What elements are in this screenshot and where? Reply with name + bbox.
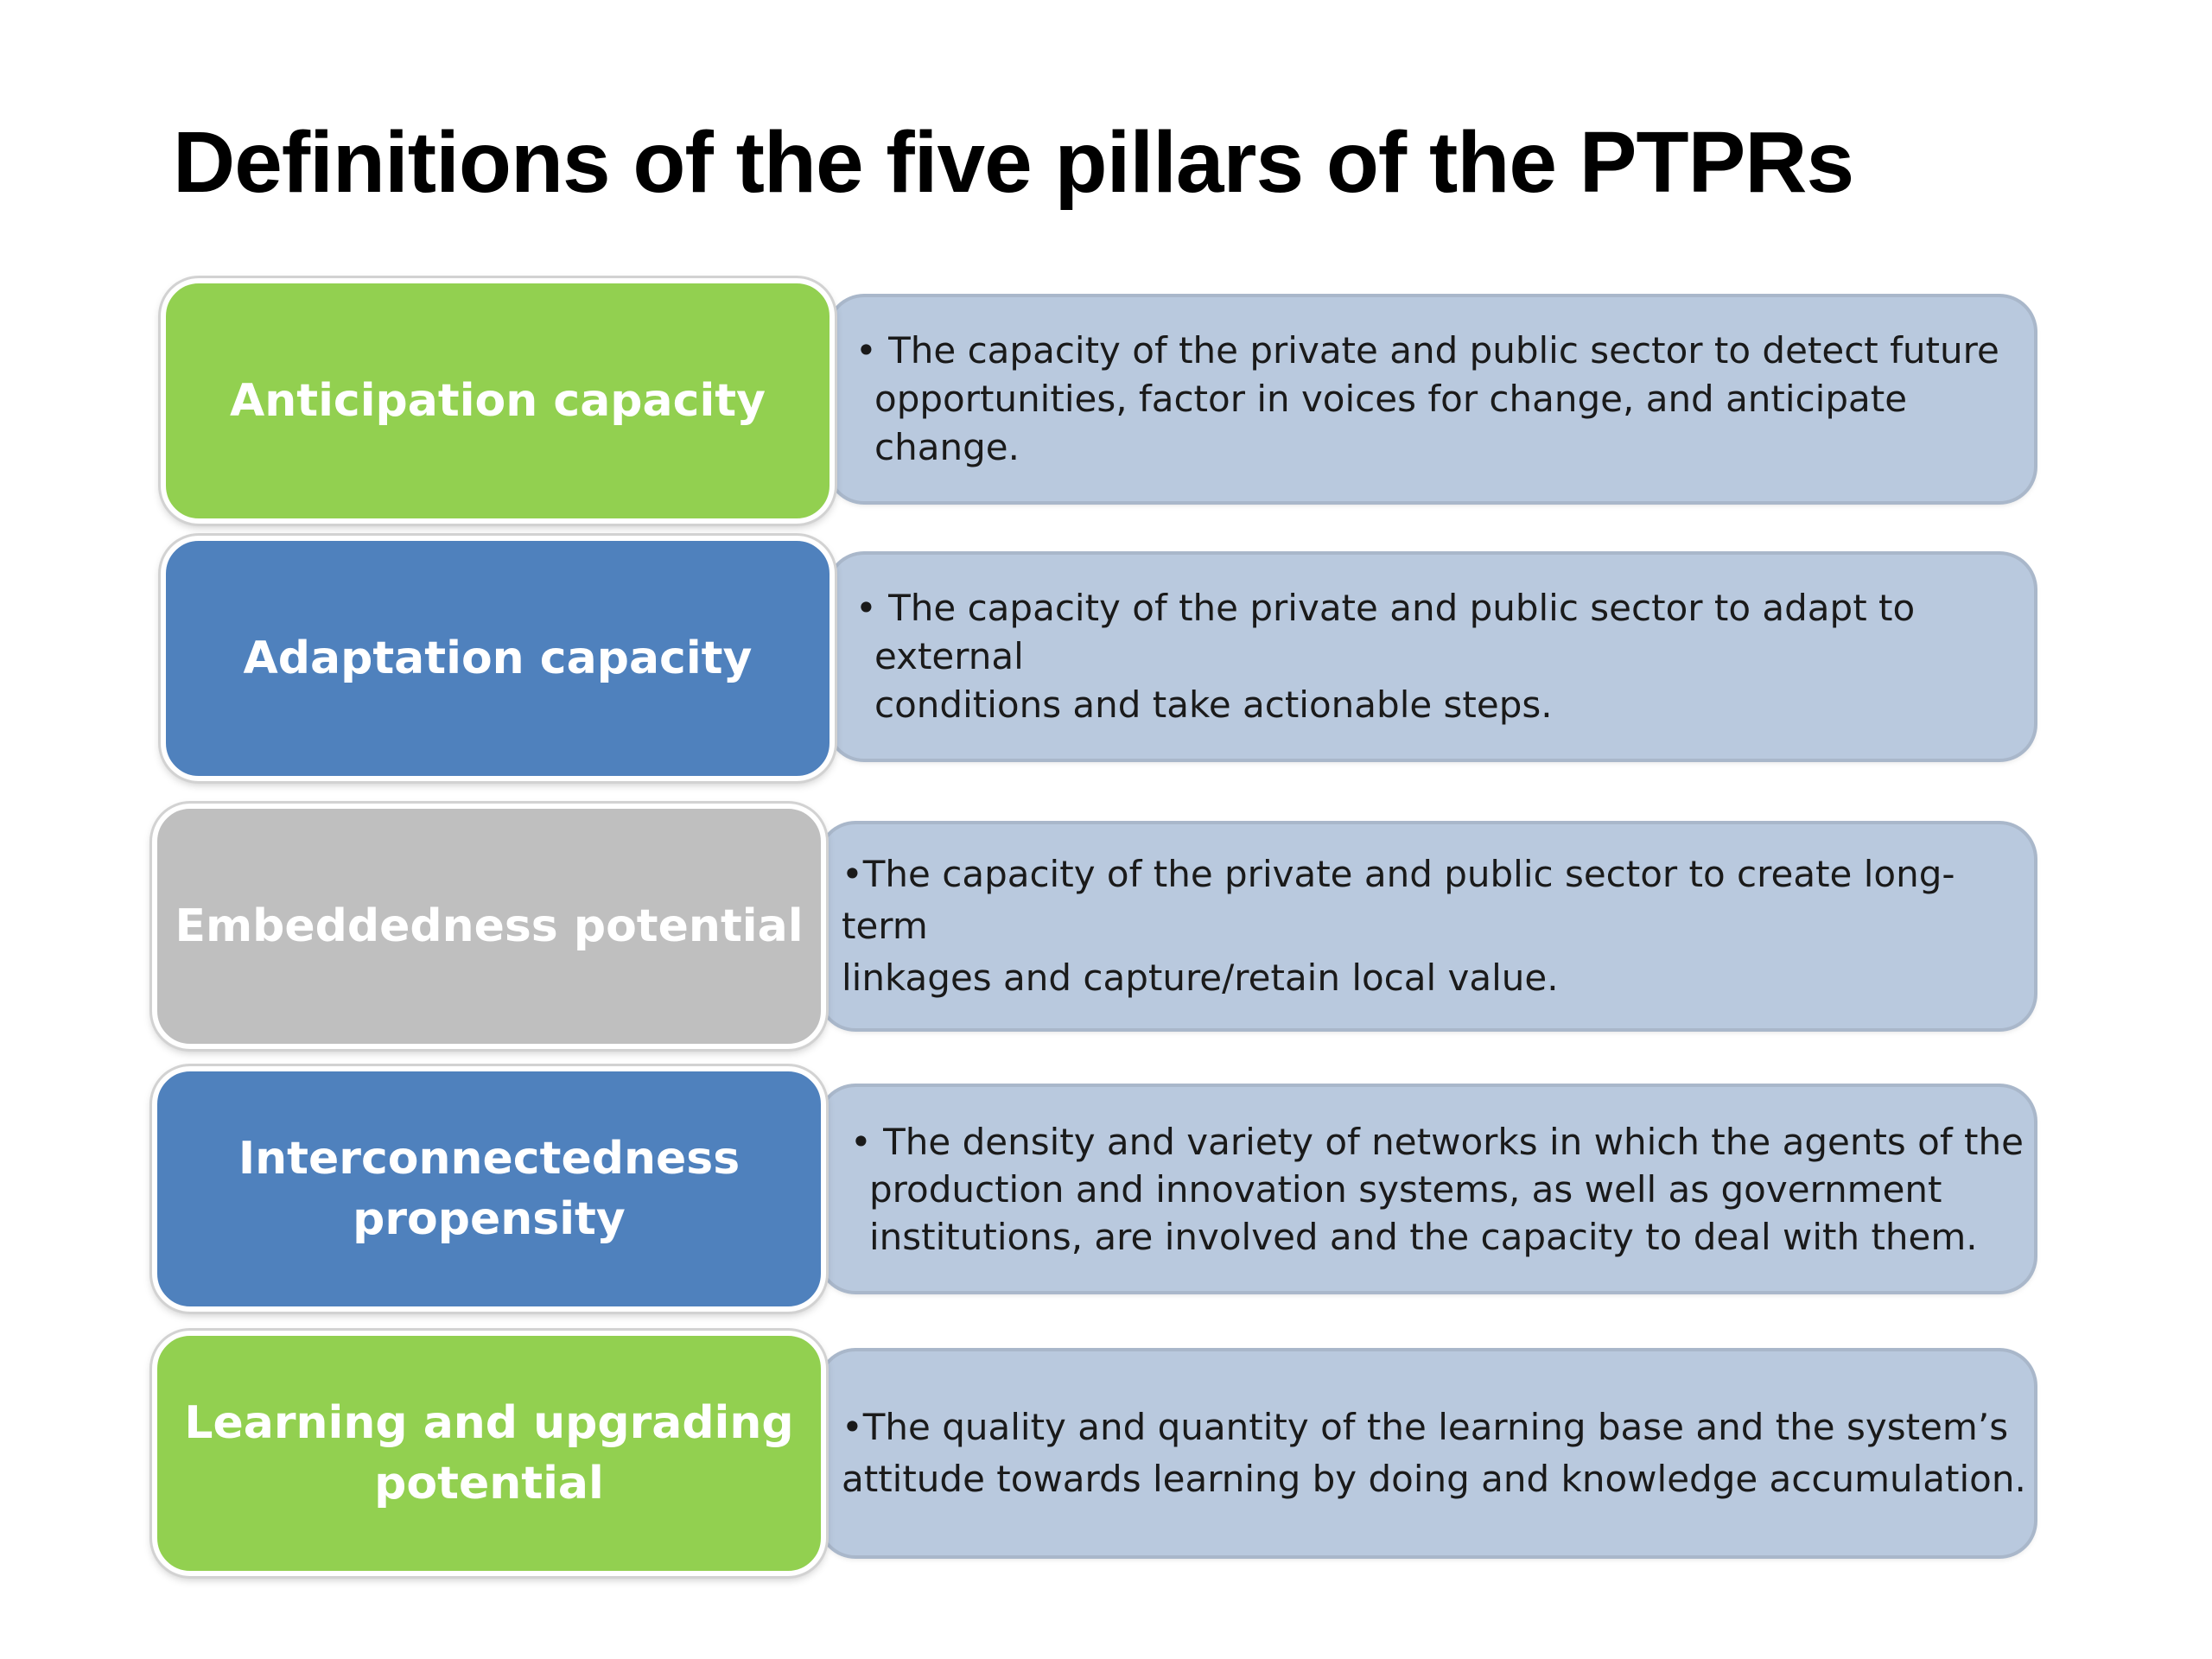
pillar-label-box: Interconnectedness propensity [152, 1066, 826, 1312]
pillar-description: • The capacity of the private and public… [855, 329, 1999, 468]
pillar-label-box: Embeddedness potential [152, 804, 826, 1049]
pillar-label: Embeddedness potential [175, 900, 804, 952]
pillar-description: • The density and variety of networks in… [850, 1120, 2024, 1258]
pillar-description-box: • The density and variety of networks in… [821, 1087, 2034, 1291]
pillar-label: Interconnectedness propensity [238, 1133, 741, 1245]
pillar-label: Adaptation capacity [243, 632, 753, 684]
pillar-label: Learning and upgrading potential [184, 1397, 794, 1510]
pillar-description-box: •The capacity of the private and public … [821, 824, 2034, 1028]
pillar-description: •The quality and quantity of the learnin… [842, 1406, 2026, 1500]
pillar-description: • The capacity of the private and public… [855, 587, 1916, 726]
pillar-description-box: • The capacity of the private and public… [830, 555, 2034, 759]
pillar-description-box: • The capacity of the private and public… [830, 297, 2034, 501]
pillar-label-box: Adaptation capacity [161, 536, 835, 781]
pillar-description-box: •The quality and quantity of the learnin… [821, 1351, 2034, 1555]
pillar-label-box: Anticipation capacity [161, 278, 835, 524]
pillar-label: Anticipation capacity [229, 375, 766, 427]
pillar-label-box: Learning and upgrading potential [152, 1331, 826, 1576]
pillar-description: •The capacity of the private and public … [842, 853, 1955, 999]
slide-title: Definitions of the five pillars of the P… [173, 114, 1854, 211]
